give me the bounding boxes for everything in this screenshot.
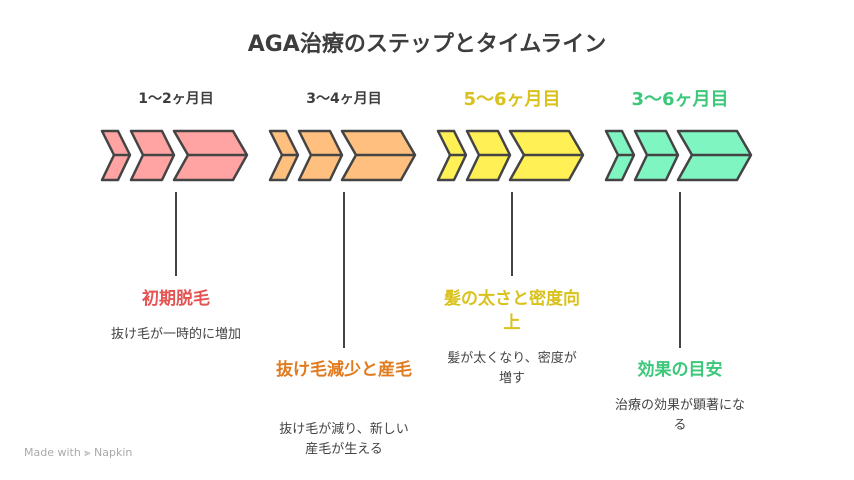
- step-description: 髪が太くなり、密度が増す: [447, 351, 577, 386]
- step-period: 3〜6ヶ月目: [631, 89, 729, 110]
- napkin-watermark: Made with ⫸ Napkin: [24, 446, 133, 459]
- step-period: 1〜2ヶ月目: [138, 91, 214, 107]
- step-heading: 初期脱毛: [142, 289, 210, 309]
- step-description: 抜け毛が一時的に増加: [110, 327, 241, 342]
- step-heading: 髪の太さと密度向上: [444, 289, 580, 333]
- diagram-title: AGA治療のステップとタイムライン: [247, 32, 607, 57]
- step-heading: 抜け毛減少と産毛: [276, 360, 412, 380]
- step-heading: 効果の目安: [637, 360, 723, 380]
- step-period: 3〜4ヶ月目: [306, 91, 382, 107]
- step-period: 5〜6ヶ月目: [463, 89, 561, 110]
- step-description: 治療の効果が顕著になる: [614, 398, 745, 433]
- step-description: 抜け毛が減り、新しい産毛が生える: [279, 422, 409, 457]
